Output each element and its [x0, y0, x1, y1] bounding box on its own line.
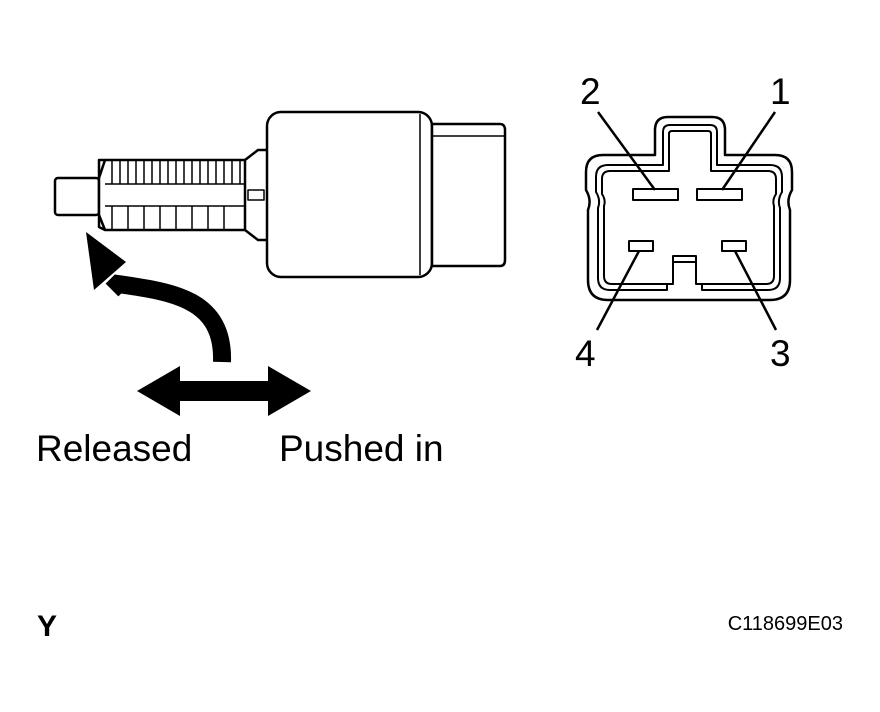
pin-label-1: 1 [770, 71, 791, 112]
switch-threads [111, 160, 241, 230]
corner-letter: Y [37, 610, 57, 643]
pin-slot-1 [696, 188, 743, 201]
figure-code: C118699E03 [728, 613, 843, 635]
pin-label-3: 3 [770, 333, 791, 374]
pin-label-2: 2 [580, 71, 601, 112]
pin-slot-3 [721, 240, 747, 252]
pin-slot-4 [628, 240, 654, 252]
connector-face [584, 115, 794, 302]
switch-housing [265, 110, 434, 279]
switch-connector-end [430, 122, 507, 268]
pin-slot-2 [632, 188, 679, 201]
switch-plunger [53, 176, 101, 217]
movement-double-arrow [137, 366, 311, 416]
switch-threaded-shaft [97, 158, 260, 232]
switch-body [53, 110, 507, 279]
pin-leader-lines [595, 111, 778, 331]
released-label: Released [36, 428, 192, 469]
pin-label-4: 4 [575, 333, 596, 374]
plunger-pointer-arrow [86, 232, 232, 363]
pushed-in-label: Pushed in [279, 428, 444, 469]
